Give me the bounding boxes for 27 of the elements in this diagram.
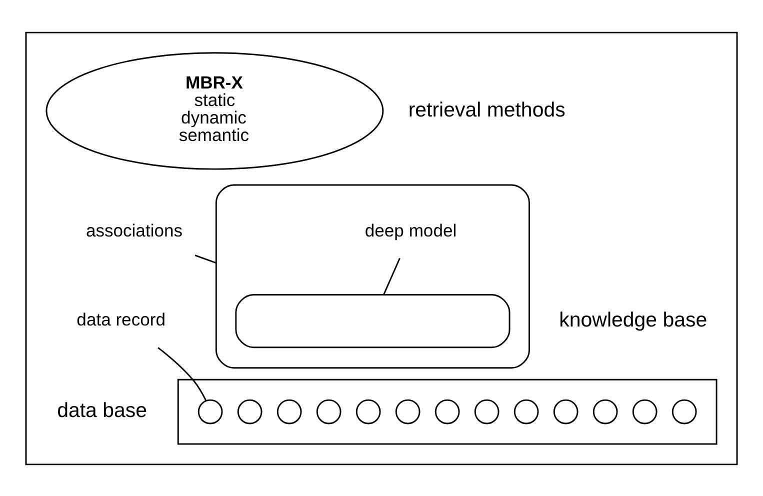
node-circle	[553, 398, 578, 424]
node-circle	[316, 398, 342, 424]
node-circle	[276, 398, 302, 424]
cluster	[177, 378, 718, 444]
connector	[383, 257, 400, 294]
node-circle	[395, 398, 420, 424]
node-circle	[237, 398, 262, 424]
connector	[158, 346, 207, 400]
node-label: retrieval methods	[408, 98, 566, 121]
node-text: deep model	[364, 220, 457, 240]
node-box	[235, 294, 510, 348]
cluster	[25, 31, 738, 465]
node-circle	[356, 398, 381, 424]
cluster	[215, 184, 530, 368]
node-circle	[474, 398, 500, 424]
node-circle	[434, 398, 460, 424]
node-circle	[672, 398, 697, 424]
node-circle	[592, 398, 618, 424]
node-text: associations	[86, 220, 183, 240]
node-circle	[198, 398, 223, 424]
node-ellipse: MBR-X static dynamic semantic	[46, 52, 384, 170]
connector	[194, 254, 216, 264]
node-label: knowledge base	[559, 308, 708, 331]
node-label: data base	[57, 398, 148, 422]
node-circle	[514, 398, 539, 424]
node-circle	[632, 398, 658, 424]
node-text: data record	[76, 309, 166, 330]
